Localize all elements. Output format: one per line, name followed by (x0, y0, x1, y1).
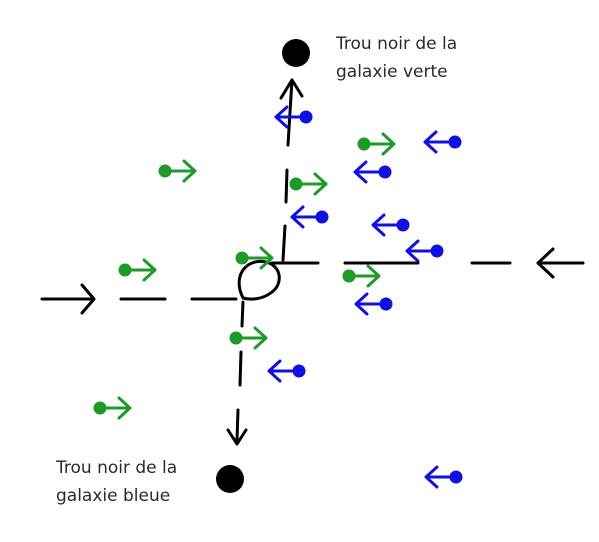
green-particle (157, 159, 197, 183)
green-particle (356, 132, 396, 156)
blue-particles (267, 105, 464, 489)
green-black-hole-label-line2: galaxie verte (336, 62, 448, 82)
green-particle (234, 246, 274, 270)
green-galaxy-black-hole (282, 39, 310, 67)
green-particle (92, 396, 132, 420)
blue-particle (371, 213, 411, 237)
blue-galaxy-black-hole (216, 465, 244, 493)
blue-particle (353, 160, 393, 184)
blue-particle (405, 239, 445, 263)
trajectory-lines (40, 78, 585, 446)
green-black-hole-label-line1: Trou noir de la (336, 34, 458, 54)
blue-particle (290, 205, 330, 229)
blue-particle (423, 130, 463, 154)
blue-black-hole-label-line2: galaxie bleue (56, 486, 171, 506)
blue-particle (424, 465, 464, 489)
blue-black-hole-label-line1: Trou noir de la (56, 458, 178, 478)
right-incoming-arrow (536, 247, 585, 279)
down-dashed-path (235, 300, 245, 442)
blue-particle (354, 292, 394, 316)
green-particle (228, 326, 268, 350)
blue-particle (267, 359, 307, 383)
left-incoming-arrow (40, 283, 96, 315)
green-particle (117, 258, 157, 282)
down-arrowhead (226, 428, 248, 446)
green-particle (288, 172, 328, 196)
up-arrowhead (279, 78, 304, 100)
central-swirl (237, 259, 281, 301)
up-dashed-path (281, 78, 294, 262)
blue-particle (274, 105, 314, 129)
green-particle (341, 264, 381, 288)
green-particles (92, 132, 396, 420)
